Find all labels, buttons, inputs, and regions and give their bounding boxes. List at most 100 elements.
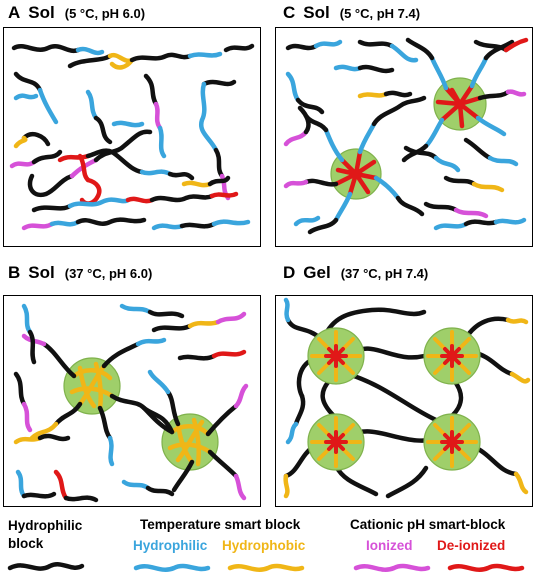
chain [75,46,105,56]
chain [15,469,27,499]
chain [21,401,33,433]
chain [297,105,311,135]
chain [21,303,33,335]
chain [283,129,309,147]
chain [67,53,113,69]
panel-c-condition: (5 °C, pH 7.4) [339,6,421,21]
chain [93,129,153,163]
polymer-chains [13,303,247,503]
panel-a-title: A Sol (5 °C, pH 6.0) [8,3,145,23]
chain [49,219,81,227]
chain [357,91,389,99]
chain [389,43,419,63]
chain [357,64,395,74]
chain [433,221,469,231]
panel-d-diagram [283,297,531,499]
chain [9,159,37,169]
chain [179,221,217,229]
panel-a-letter: A [8,3,21,22]
chain [13,93,39,101]
chain [333,64,363,72]
chain [21,491,57,499]
chain [471,181,505,193]
panel-b-diagram [13,303,249,503]
chain [93,115,113,145]
chain [57,153,91,163]
legend-hydrophilic-line1: Hydrophilic [8,518,83,533]
chain [145,485,175,497]
micelles [307,327,481,471]
chain [453,207,489,219]
chain [21,221,55,231]
chain [503,37,529,53]
legend-ph-deionized: De-ionized [437,538,506,553]
micelle-arms [310,330,478,468]
chain [383,90,413,98]
chain [121,479,151,491]
legend-swatch-hydrophilic-block [7,562,85,571]
panel-a-diagram [9,43,255,231]
chain [129,52,193,63]
chain [27,173,75,198]
chain [285,43,319,51]
panel-c-state: Sol [303,3,330,22]
legend-swatch-ph-ionized [353,563,431,572]
chain [13,71,43,93]
chain [31,203,73,213]
chain [181,180,213,188]
chain [167,171,195,181]
chain [125,196,155,204]
micelles [63,357,219,471]
chain [157,125,167,159]
legend-swatch-ph-deionized [447,563,525,572]
chain [201,79,237,87]
panel-b [3,295,261,507]
chain [473,39,509,53]
chain [493,217,527,225]
chain [433,155,461,173]
chain [53,469,69,501]
chain [149,193,215,203]
chain [463,219,499,227]
chain [215,311,247,325]
panel-a-state: Sol [28,3,55,22]
chain [27,329,37,365]
chain [463,137,493,161]
panel-a [3,27,261,247]
polymer-chains [283,37,529,231]
chain [139,169,173,177]
panel-c-diagram [283,37,529,235]
chain [111,120,145,128]
chain [13,435,43,445]
panel-a-condition: (5 °C, pH 6.0) [64,6,146,21]
chain [13,371,27,407]
chain [31,149,63,165]
chain [313,39,343,49]
legend-hydrophilic-block-label: Hydrophilic block [8,517,82,553]
panel-d [275,295,533,507]
legend-temp-hydrophilic: Hydrophilic [133,538,208,553]
chain [151,323,193,333]
legend-temperature-title: Temperature smart block [140,517,301,532]
panel-b-condition: (37 °C, pH 6.0) [64,266,153,281]
chain [198,81,219,153]
chain [207,175,231,187]
chain [187,319,221,329]
panel-b-state: Sol [28,263,55,282]
legend-ph-ionized: Ionized [366,538,413,553]
chain [403,145,439,161]
chain [151,223,185,231]
micelle-arms [283,37,527,235]
chain [187,51,223,59]
chain [85,89,99,121]
chain [107,52,135,70]
chain [21,132,51,147]
chain [11,44,81,54]
chain [37,87,59,125]
chain [213,147,225,179]
chain [63,495,99,503]
chain [211,219,251,227]
chain [75,217,147,226]
